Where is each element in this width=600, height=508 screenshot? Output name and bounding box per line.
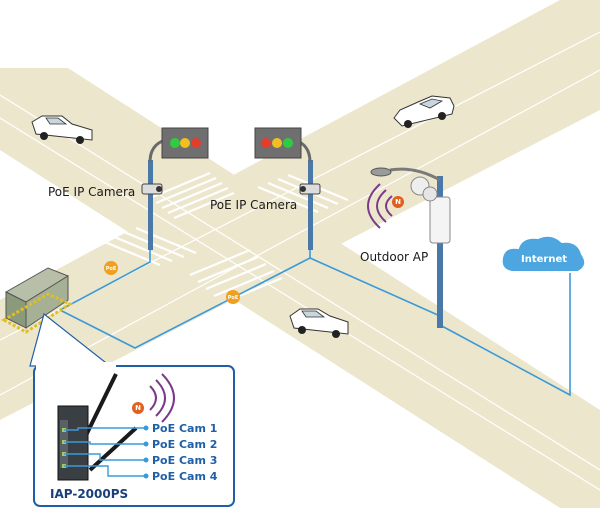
internet-cloud-icon: Internet: [500, 234, 587, 273]
port-label-cam2: PoE Cam 2: [152, 438, 217, 451]
wifi-signal-icon: [367, 183, 393, 229]
outdoor-ap-pole: [370, 167, 451, 328]
outdoor-ap-label: Outdoor AP: [360, 250, 428, 264]
car-icon: [31, 115, 93, 144]
wireless-badge: N: [132, 402, 144, 414]
port-label-cam3: PoE Cam 3: [152, 454, 217, 467]
port-label-cam1: PoE Cam 1: [152, 422, 217, 435]
svg-text:PoE: PoE: [106, 266, 117, 272]
road-edge-line: [0, 69, 600, 396]
port-leads: [64, 427, 146, 477]
traffic-light-right: [254, 127, 321, 250]
road-edge-line: [0, 94, 600, 471]
poe-badge: PoE: [226, 290, 240, 304]
cabinet-icon: [0, 267, 74, 334]
device-label: IAP-2000PS: [50, 487, 128, 501]
internet-label: Internet: [521, 254, 567, 265]
cable-to-internet: [439, 268, 571, 397]
wireless-badge: N: [392, 196, 404, 208]
svg-text:N: N: [135, 404, 141, 412]
car-icon: [289, 308, 349, 338]
antenna-icon: [88, 426, 138, 472]
outdoor-ap-icon: [429, 196, 451, 244]
port-endpoints: [143, 425, 149, 479]
svg-text:PoE: PoE: [228, 295, 239, 301]
car-icon: [393, 95, 455, 128]
camera-right-label: PoE IP Camera: [210, 198, 297, 212]
camera-left-label: PoE IP Camera: [48, 185, 135, 199]
poe-badge: PoE: [104, 261, 118, 275]
road-edge-line: [0, 117, 600, 491]
traffic-light-left: [141, 127, 209, 250]
port-label-cam4: PoE Cam 4: [152, 470, 218, 483]
svg-text:N: N: [395, 198, 401, 206]
device-inset: N PoE Cam 1 PoE Cam 2 PoE Cam 3 PoE Cam …: [33, 362, 235, 507]
wifi-signal-icon: [149, 373, 175, 423]
